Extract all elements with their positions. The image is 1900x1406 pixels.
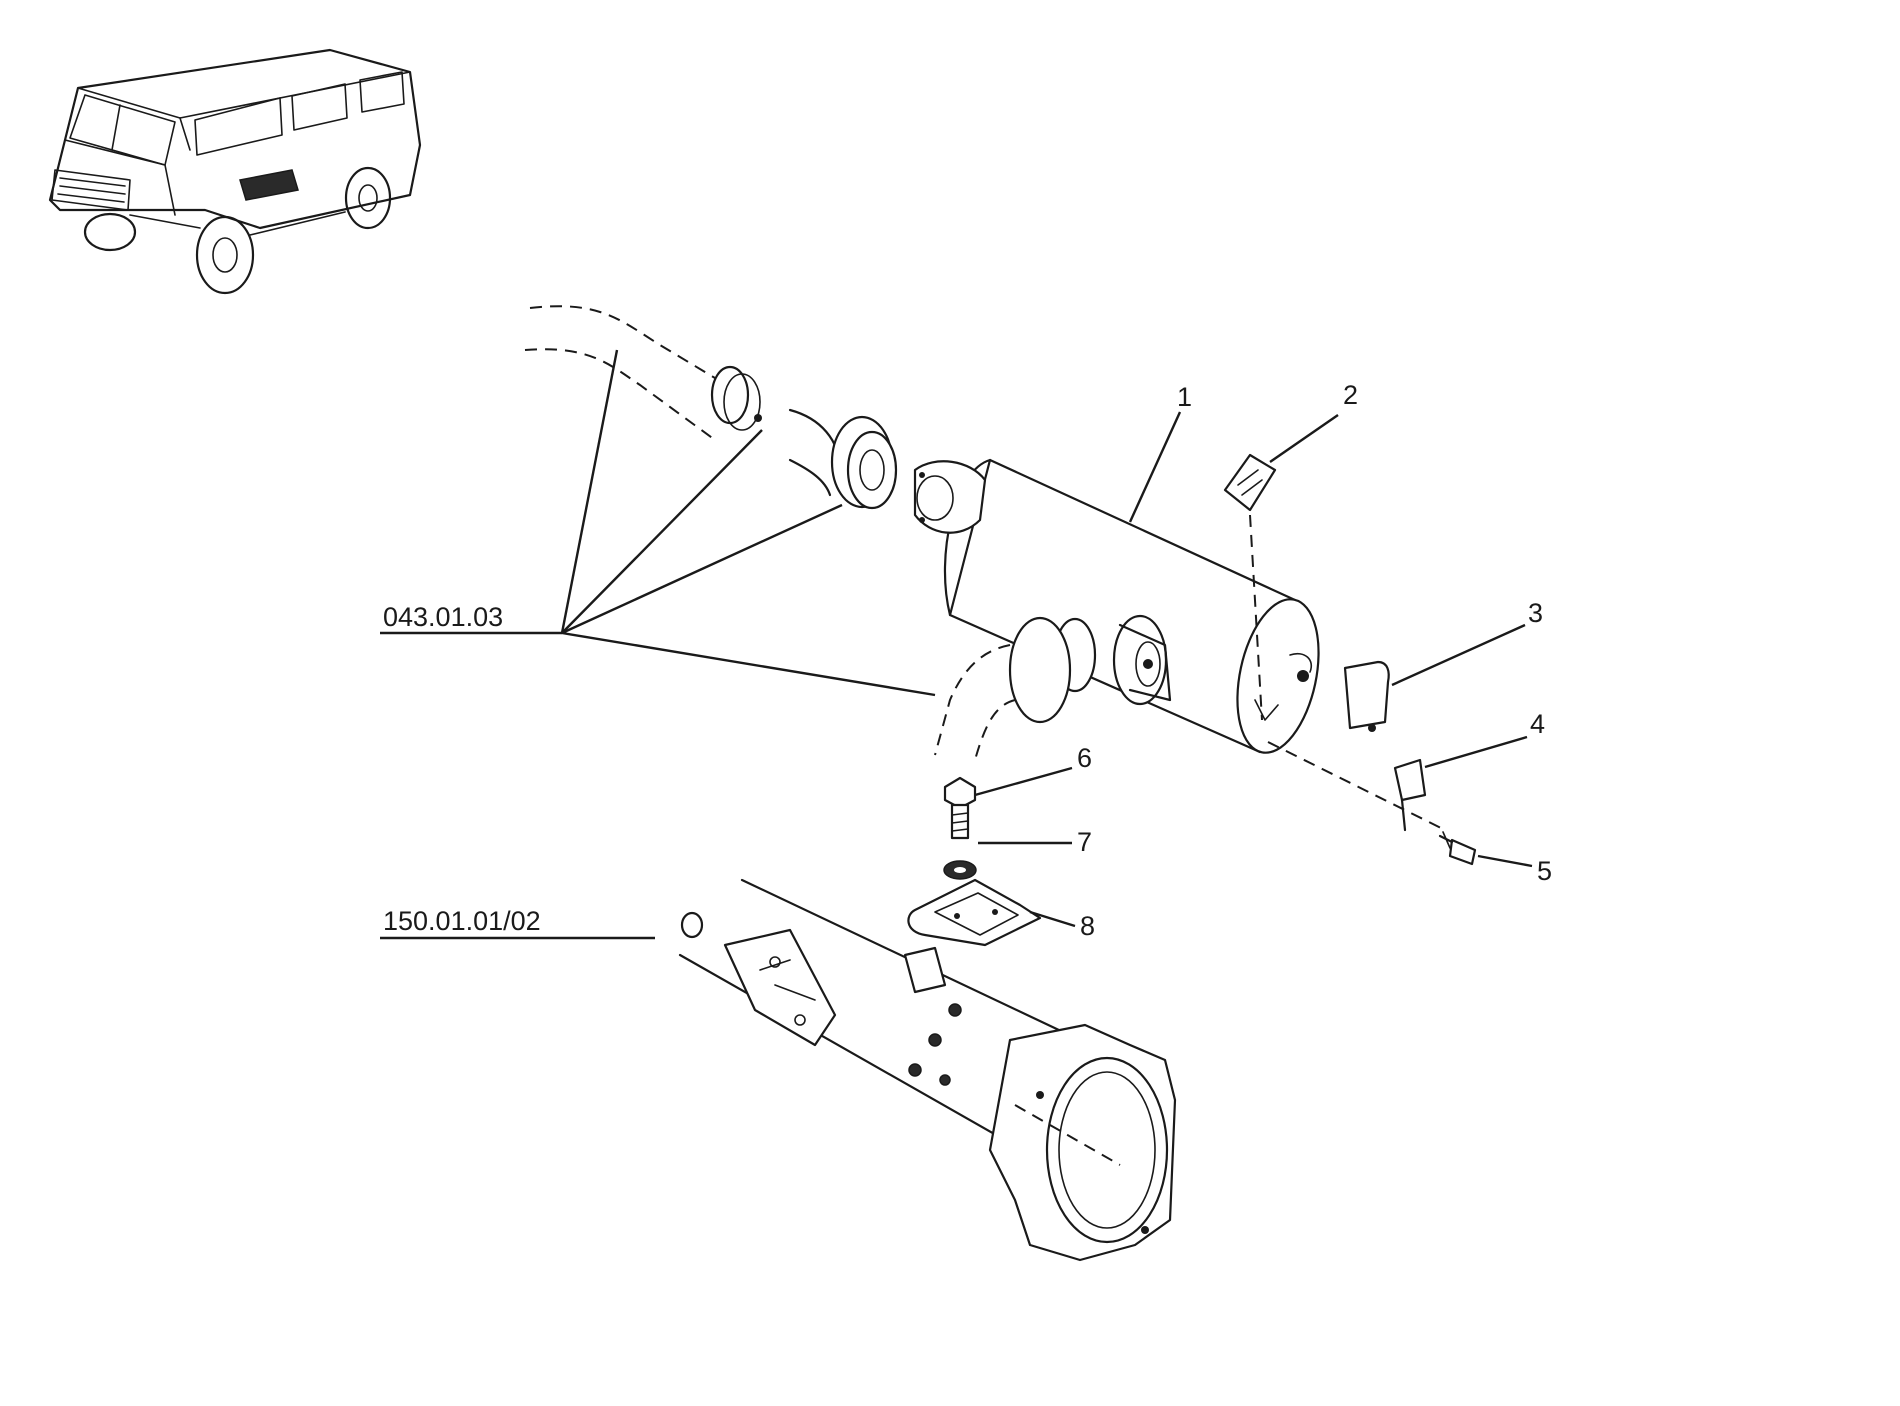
muffler [913, 458, 1320, 754]
callout-8[interactable]: 8 [1080, 911, 1095, 941]
reference-frame-group[interactable]: 150.01.01/02 [383, 906, 541, 936]
washer-7 [943, 860, 977, 880]
rubber-hanger [1223, 453, 1277, 721]
callout-3[interactable]: 3 [1528, 598, 1543, 628]
callout-1[interactable]: 1 [1177, 382, 1192, 412]
bracket-3 [1343, 660, 1390, 732]
callout-5[interactable]: 5 [1537, 856, 1552, 886]
callout-4[interactable]: 4 [1530, 709, 1545, 739]
bracket-4 [1393, 758, 1427, 832]
screw-5 [1438, 831, 1477, 866]
callout-2[interactable]: 2 [1343, 380, 1358, 410]
upstream-exhaust-pipe [524, 305, 898, 510]
reference-exhaust-group[interactable]: 043.01.03 [383, 602, 503, 632]
callout-6[interactable]: 6 [1077, 743, 1092, 773]
bolt-6 [943, 776, 977, 840]
vehicle-thumbnail [48, 48, 422, 295]
outlet-pipe [934, 614, 1172, 761]
frame-tube [678, 878, 1177, 1262]
callout-7[interactable]: 7 [1077, 827, 1092, 857]
mount-plate-8 [907, 878, 1042, 947]
leader-lines [380, 349, 1533, 940]
